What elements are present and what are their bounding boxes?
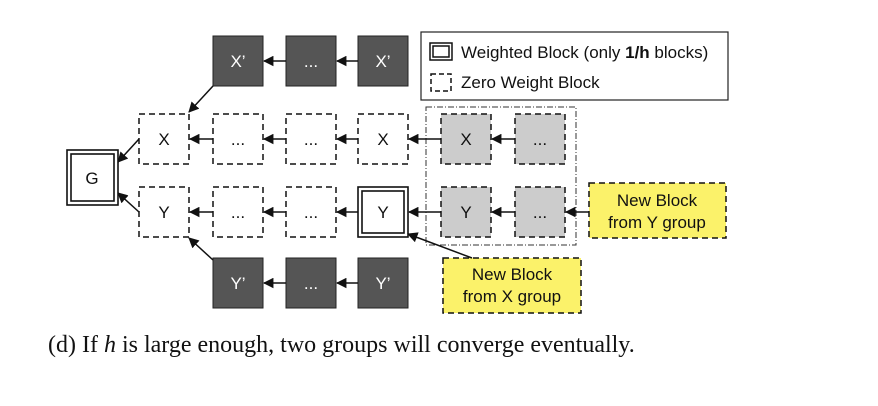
block-yprime-2: Y’ [375,274,390,293]
note-x-line1: New Block [472,265,553,284]
block-x-ellipsis-2: ... [304,130,318,149]
yprime-row: Y’ ... Y’ [212,257,409,309]
genesis-block: G [66,149,119,206]
xprime-row: X’ ... X’ [212,35,409,87]
x-row: X ... ... X X ... [138,113,566,165]
block-yprime-1: Y’ [230,274,245,293]
block-g: G [85,169,98,188]
block-y-ellipsis-2: ... [304,203,318,222]
block-x-new: X [460,130,471,149]
block-y-1: Y [158,203,169,222]
block-xprime-1: X’ [230,52,245,71]
legend: Weighted Block (only 1/h blocks) Zero We… [420,31,729,101]
block-xprime-ellipsis: ... [304,52,318,71]
note-x-line2: from X group [463,287,561,306]
converged-group-box [425,106,577,246]
legend-zero-label: Zero Weight Block [461,73,600,92]
block-y-ellipsis-new: ... [533,203,547,222]
note-x-group: New Block from X group [442,257,582,314]
figure-caption: (d) If h is large enough, two groups wil… [48,332,635,358]
note-y-group: New Block from Y group [588,182,727,239]
block-y-weighted: Y [377,203,388,222]
legend-weighted-label: Weighted Block (only 1/h blocks) [461,43,708,62]
block-y-new: Y [460,203,471,222]
block-y-ellipsis-1: ... [231,203,245,222]
block-x-1: X [158,130,169,149]
note-y-line1: New Block [617,191,698,210]
note-y-line2: from Y group [608,213,706,232]
block-x-ellipsis-new: ... [533,130,547,149]
block-yprime-ellipsis: ... [304,274,318,293]
arrows [117,55,589,289]
block-xprime-2: X’ [375,52,390,71]
block-x-2: X [377,130,388,149]
block-x-ellipsis-1: ... [231,130,245,149]
